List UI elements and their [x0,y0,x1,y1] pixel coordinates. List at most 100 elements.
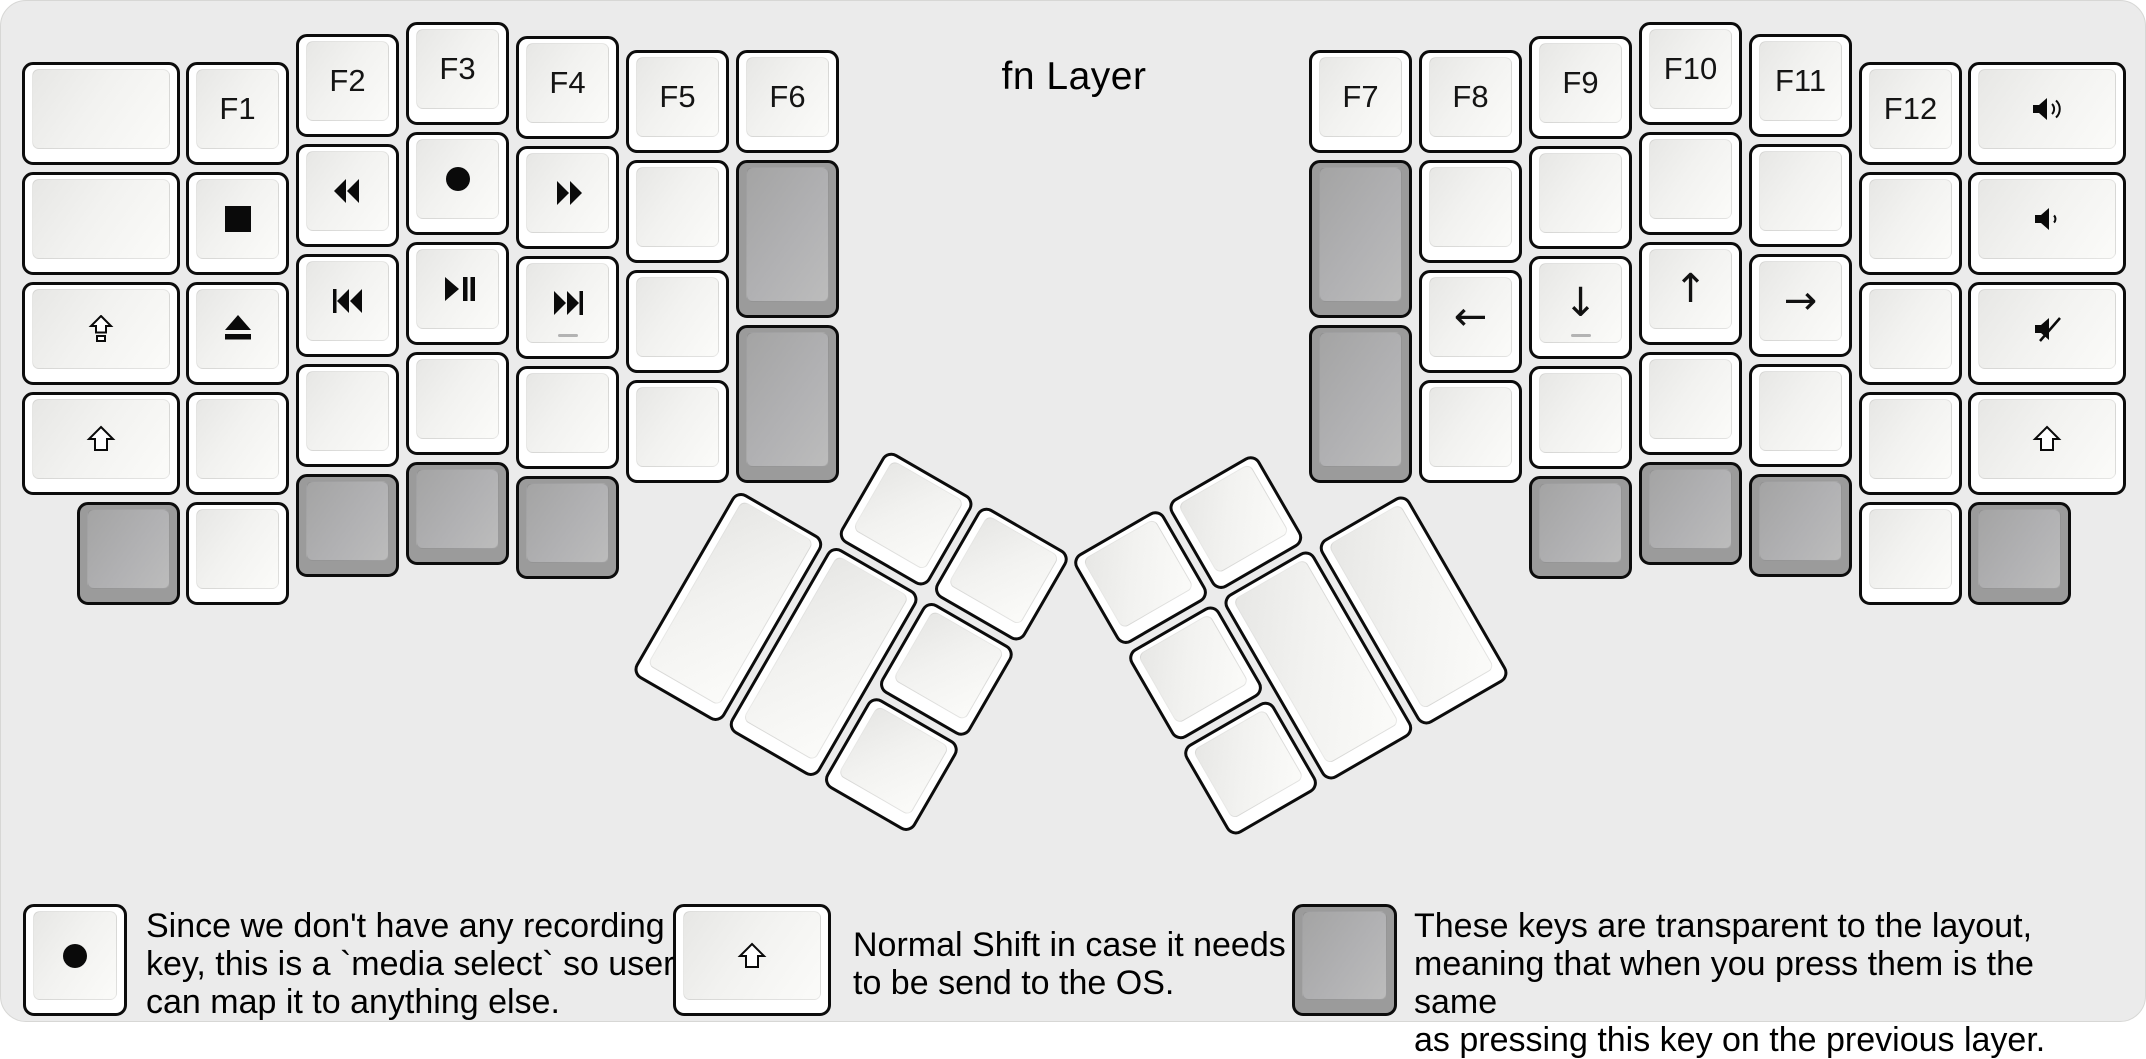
arrow-left-icon: ← [1453,294,1488,340]
key-transparent [736,160,839,318]
layer-title: fn Layer [1001,55,1147,98]
key-blank [1749,364,1852,467]
key-arrow-right: → [1749,254,1852,357]
key-record-sample [23,904,127,1016]
key-volume-down [1968,172,2126,275]
keycap-face [1649,139,1732,219]
keycap-face [416,359,499,439]
key-transparent [736,325,839,483]
key-transparent-sample [1292,904,1397,1016]
keycap-face [416,469,499,549]
key-arrow-down: ↓ [1529,256,1632,359]
key-blank [1859,172,1962,275]
key-label: F6 [769,79,806,114]
shift-icon [81,425,121,453]
key-blank [626,380,729,483]
keycap-face [87,509,170,589]
key-transparent [1529,476,1632,579]
keycap-face [947,514,1060,626]
keycap-face [1429,277,1512,357]
key-label: F9 [1562,65,1599,100]
key-blank [1859,282,1962,385]
key-arrow-left: ← [1419,270,1522,373]
keycap-face [636,277,719,357]
keycap-face [1759,41,1842,121]
key-label: F12 [1883,91,1938,126]
key-blank [626,160,729,263]
key-transparent [77,502,180,605]
key-blank [1859,502,1962,605]
key-blank [1419,160,1522,263]
keycap-face [1539,43,1622,123]
key-transparent [1968,502,2071,605]
key-transparent [296,474,399,577]
record-icon [55,942,95,970]
key-volume-up [1968,62,2126,165]
key-f4: F4 [516,36,619,139]
key-label: F10 [1663,51,1718,86]
key-blank [22,62,180,165]
keycap-face [636,167,719,247]
key-shift [22,392,180,495]
mute-icon [2027,315,2067,343]
keycap-face [1759,481,1842,561]
key-f3: F3 [406,22,509,125]
keycap-face [1539,373,1622,453]
key-blank [22,172,180,275]
homing-bump [557,334,578,337]
keycap-face [1177,463,1290,575]
key-transparent [406,462,509,565]
key-stop [186,172,289,275]
key-blank [1529,366,1632,469]
keycap-face [852,459,965,571]
keycap-face [526,373,609,453]
keycap-face [1649,249,1732,329]
keycap-face [1869,509,1952,589]
keycap-face [1978,509,2061,589]
key-f11: F11 [1749,34,1852,137]
key-f7: F7 [1309,50,1412,153]
key-label: F5 [659,79,696,114]
keycap-face [1759,261,1842,341]
keycap-face [1539,263,1622,343]
key-label: F11 [1774,63,1827,98]
key-shift [1968,392,2126,495]
keycap-face [1649,29,1732,109]
keycap-face [746,332,829,467]
keycap-face [526,43,609,123]
volume-up-icon [2027,95,2067,123]
keycap-face [636,57,719,137]
key-blank [516,366,619,469]
key-rewind [296,144,399,247]
keycap-face [1869,289,1952,369]
key-transparent [1309,325,1412,483]
key-arrow-up: ↑ [1639,242,1742,345]
key-transparent [1309,160,1412,318]
keycap-face [746,57,829,137]
shift-icon [732,942,772,970]
arrow-right-icon: → [1783,278,1818,324]
key-label: F3 [439,51,476,86]
record-icon [438,165,478,193]
keycap-face [1319,167,1402,302]
key-f5: F5 [626,50,729,153]
key-blank [1529,146,1632,249]
arrow-down-icon: ↓ [1563,280,1598,326]
key-play-pause [406,242,509,345]
key-blank [1749,144,1852,247]
key-blank [1419,380,1522,483]
keycap-face [837,705,950,817]
volume-down-icon [2027,205,2067,233]
rewind-icon [328,177,368,205]
keycap-face [1319,57,1402,137]
key-f12: F12 [1859,62,1962,165]
keycap-face [1192,708,1305,820]
keycap-face [1429,387,1512,467]
fast-forward-icon [548,179,588,207]
key-prev-track [296,254,399,357]
key-transparent [516,476,619,579]
key-blank [186,502,289,605]
keycap-face [1649,359,1732,439]
keycap-face [32,69,170,149]
key-f8: F8 [1419,50,1522,153]
